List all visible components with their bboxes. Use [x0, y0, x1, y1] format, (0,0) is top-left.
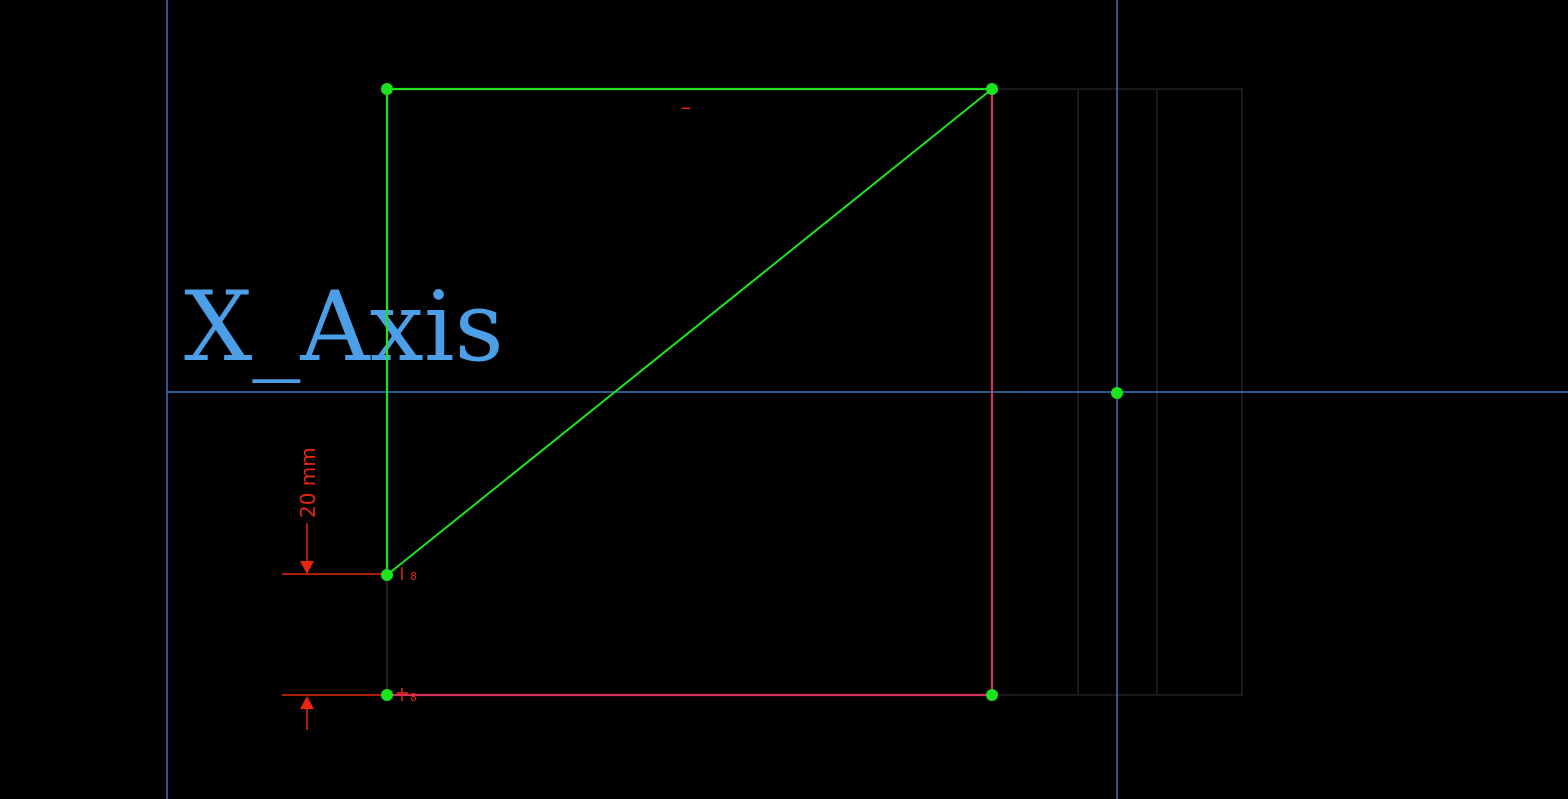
point-icon[interactable]: [381, 689, 393, 701]
vertices: [381, 83, 1123, 701]
dimension-value-label[interactable]: 20 mm: [296, 447, 320, 518]
axes: [166, 0, 1568, 799]
arrow-icon: [300, 696, 314, 709]
point-icon[interactable]: [986, 689, 998, 701]
point-icon[interactable]: [986, 83, 998, 95]
horizontal-constraint-marker[interactable]: –: [681, 95, 691, 119]
unconstrained-geometry: [387, 89, 994, 697]
point-icon[interactable]: [381, 569, 393, 581]
x-axis-label: X_Axis: [184, 271, 504, 383]
arrow-icon: [300, 561, 314, 574]
diagonal-line[interactable]: [386, 88, 993, 576]
coincident-constraint-marker[interactable]: 8: [410, 691, 417, 704]
point-icon[interactable]: [381, 83, 393, 95]
coincident-constraint-marker[interactable]: 8: [410, 570, 417, 583]
origin-point-icon[interactable]: [1111, 387, 1123, 399]
constraint-markers: – 8 8: [397, 95, 691, 704]
dimension-20mm[interactable]: 20 mm: [282, 447, 387, 730]
constrained-geometry: [385, 87, 993, 576]
